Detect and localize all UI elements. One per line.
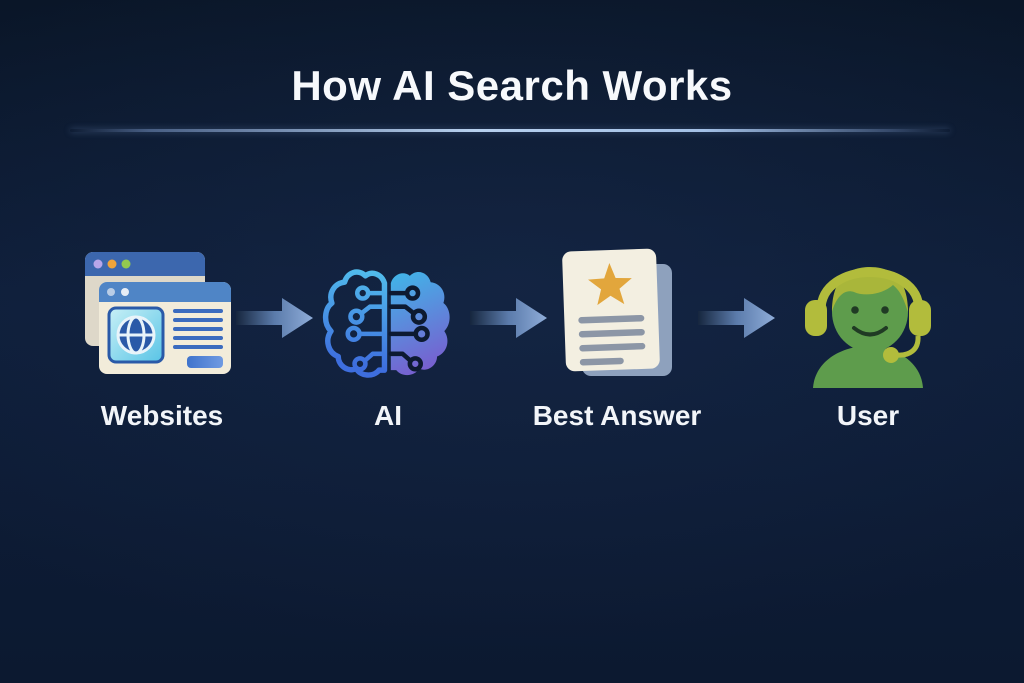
front-browser-window [99, 282, 231, 374]
ear-cup-left [805, 300, 827, 336]
headband [816, 268, 924, 315]
text-lines [173, 309, 223, 349]
step-label-ai: AI [374, 400, 402, 431]
ear-cup-right [909, 300, 931, 336]
step-label-user: User [836, 400, 900, 431]
text-lines [578, 314, 646, 366]
globe-icon [107, 306, 165, 364]
step-label-websites: Websites [100, 400, 224, 431]
flow-arrow-icon [470, 298, 547, 338]
ai-brain-icon [321, 258, 450, 388]
flow-arrow-icon [698, 298, 775, 338]
browser-windows-icon [85, 252, 231, 374]
document-front-page [562, 248, 660, 372]
title-divider [70, 129, 950, 132]
eye [881, 306, 889, 314]
eye [851, 306, 859, 314]
mic-boom [896, 335, 921, 358]
face [832, 272, 908, 352]
person-headset-icon [805, 267, 931, 388]
browser-button [187, 356, 223, 368]
smile [852, 326, 888, 337]
page-title: How AI Search Works [291, 62, 733, 109]
mic [883, 347, 899, 363]
document-star-icon [562, 248, 672, 376]
flow-arrow-icon [236, 298, 313, 338]
star-icon [588, 263, 632, 306]
step-label-best-answer: Best Answer [532, 400, 702, 431]
